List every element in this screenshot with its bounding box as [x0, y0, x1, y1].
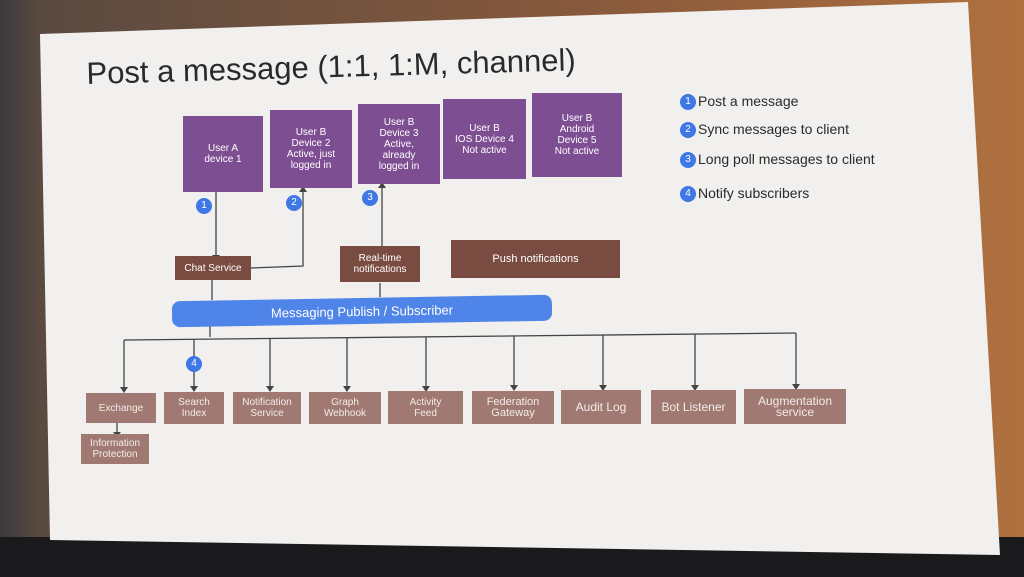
subscriber-graph-webhook: Graph Webhook	[309, 392, 381, 424]
device-user-b-2: User B Device 2 Active, just logged in	[270, 110, 352, 188]
legend-number-3: 3	[680, 152, 696, 169]
connector-chat-device2	[249, 190, 304, 269]
subscriber-notification-service: Notification Service	[233, 392, 301, 424]
step-marker-3: 3	[362, 190, 378, 206]
device-user-b-android-5: User B Android Device 5 Not active	[532, 93, 622, 177]
realtime-notifications-box: Real-time notifications	[340, 246, 420, 282]
legend-text-2: Sync messages to client	[698, 121, 849, 137]
subscriber-audit-log: Audit Log	[561, 390, 641, 424]
fanout-line	[123, 332, 797, 341]
step-marker-2: 2	[286, 195, 302, 211]
legend-number-1: 1	[680, 94, 696, 111]
legend-text-4: Notify subscribers	[698, 185, 810, 201]
step-marker-4: 4	[186, 356, 202, 372]
legend-text-1: Post a message	[698, 93, 799, 109]
legend-number-2: 2	[680, 122, 696, 139]
subscriber-bot-listener: Bot Listener	[651, 390, 736, 424]
push-notifications-box: Push notifications	[451, 240, 620, 278]
subscriber-search-index: Search Index	[164, 392, 224, 424]
step-marker-1: 1	[196, 198, 212, 214]
device-user-b-ios-4: User B IOS Device 4 Not active	[443, 99, 526, 179]
legend-number-4: 4	[680, 186, 696, 203]
device-user-b-3: User B Device 3 Active, already logged i…	[358, 104, 440, 184]
information-protection-box: Information Protection	[81, 434, 149, 464]
subscriber-exchange: Exchange	[86, 393, 156, 423]
device-user-a-1: User A device 1	[183, 116, 263, 192]
subscriber-augmentation-service: Augmentation service	[744, 389, 846, 424]
subscriber-federation-gateway: Federation Gateway	[472, 391, 554, 424]
subscriber-activity-feed: Activity Feed	[388, 391, 463, 424]
legend-text-3: Long poll messages to client	[698, 151, 875, 167]
chat-service-box: Chat Service	[175, 256, 251, 280]
